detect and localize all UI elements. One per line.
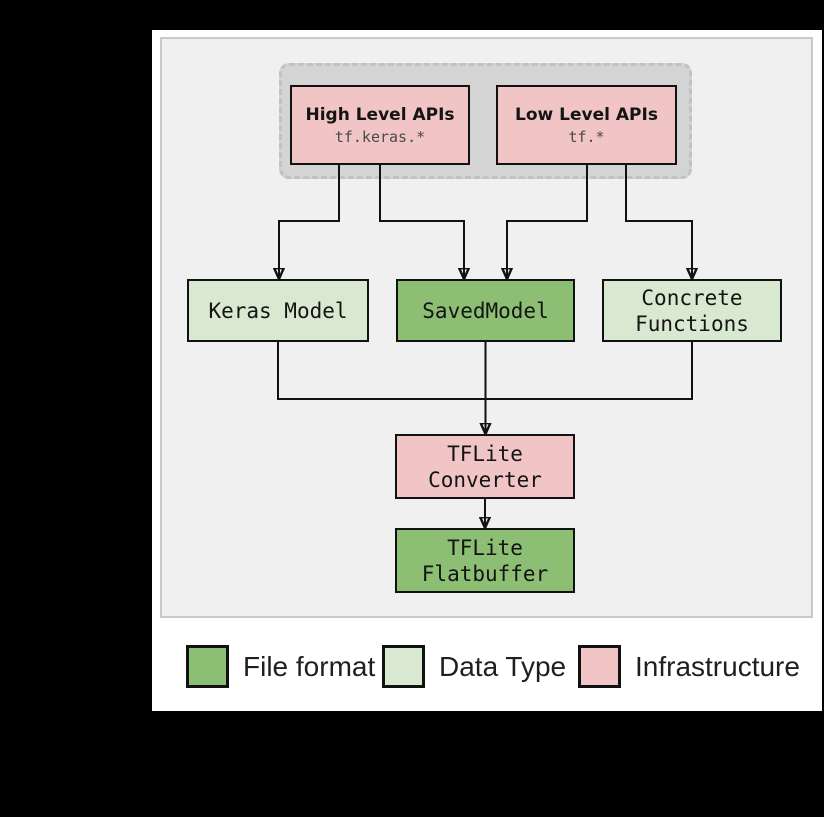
infrastructure-swatch bbox=[578, 645, 621, 688]
node-high-level-apis: High Level APIs tf.keras.* bbox=[290, 85, 470, 165]
legend-item-data-type: Data Type bbox=[382, 645, 566, 688]
high-level-apis-title: High Level APIs bbox=[305, 105, 455, 125]
node-tflite-converter: TFLite Converter bbox=[395, 434, 575, 499]
legend-item-infrastructure: Infrastructure bbox=[578, 645, 800, 688]
file-format-swatch bbox=[186, 645, 229, 688]
node-low-level-apis: Low Level APIs tf.* bbox=[496, 85, 677, 165]
edge-low-api-to-saved-model bbox=[507, 165, 588, 279]
concrete-functions-label: Concrete Functions bbox=[635, 285, 749, 336]
infrastructure-label: Infrastructure bbox=[635, 651, 800, 682]
node-concrete-functions: Concrete Functions bbox=[602, 279, 782, 342]
edge-low-api-to-concrete-functions bbox=[625, 165, 692, 279]
high-level-apis-namespace: tf.keras.* bbox=[334, 128, 426, 146]
legend-item-file-format: File format bbox=[186, 645, 375, 688]
content-card: High Level APIs tf.keras.* Low Level API… bbox=[152, 30, 822, 711]
saved-model-label: SavedModel bbox=[422, 298, 549, 323]
edge-merge-bracket bbox=[277, 342, 693, 400]
legend: File format Data Type Infrastructure bbox=[152, 645, 822, 689]
node-saved-model: SavedModel bbox=[396, 279, 575, 342]
diagram-panel: High Level APIs tf.keras.* Low Level API… bbox=[160, 37, 813, 618]
data-type-swatch bbox=[382, 645, 425, 688]
node-keras-model: Keras Model bbox=[187, 279, 369, 342]
node-tflite-flatbuffer: TFLite Flatbuffer bbox=[395, 528, 575, 593]
file-format-label: File format bbox=[243, 651, 376, 682]
keras-model-label: Keras Model bbox=[208, 298, 348, 323]
edge-high-api-to-saved-model bbox=[379, 165, 464, 279]
low-level-apis-title: Low Level APIs bbox=[515, 105, 658, 125]
tflite-flatbuffer-label: TFLite Flatbuffer bbox=[421, 535, 549, 586]
data-type-label: Data Type bbox=[439, 651, 567, 682]
tflite-converter-label: TFLite Converter bbox=[428, 441, 542, 492]
low-level-apis-namespace: tf.* bbox=[568, 128, 605, 146]
edge-high-api-to-keras-model bbox=[279, 165, 340, 279]
